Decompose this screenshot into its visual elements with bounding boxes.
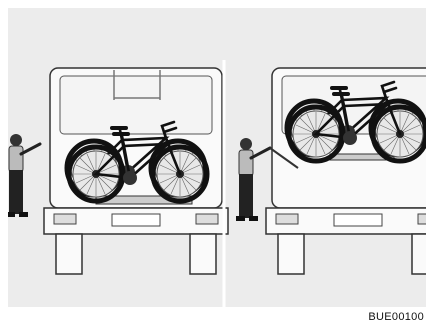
bike-rack-illustration bbox=[8, 8, 426, 307]
figure-code: BUE00100 bbox=[368, 311, 424, 323]
person-operating-rack bbox=[8, 134, 40, 217]
panel-lowered bbox=[8, 68, 228, 274]
panel-raised bbox=[236, 68, 426, 274]
person-operating-rack bbox=[236, 138, 270, 221]
figure-frame bbox=[8, 8, 426, 307]
